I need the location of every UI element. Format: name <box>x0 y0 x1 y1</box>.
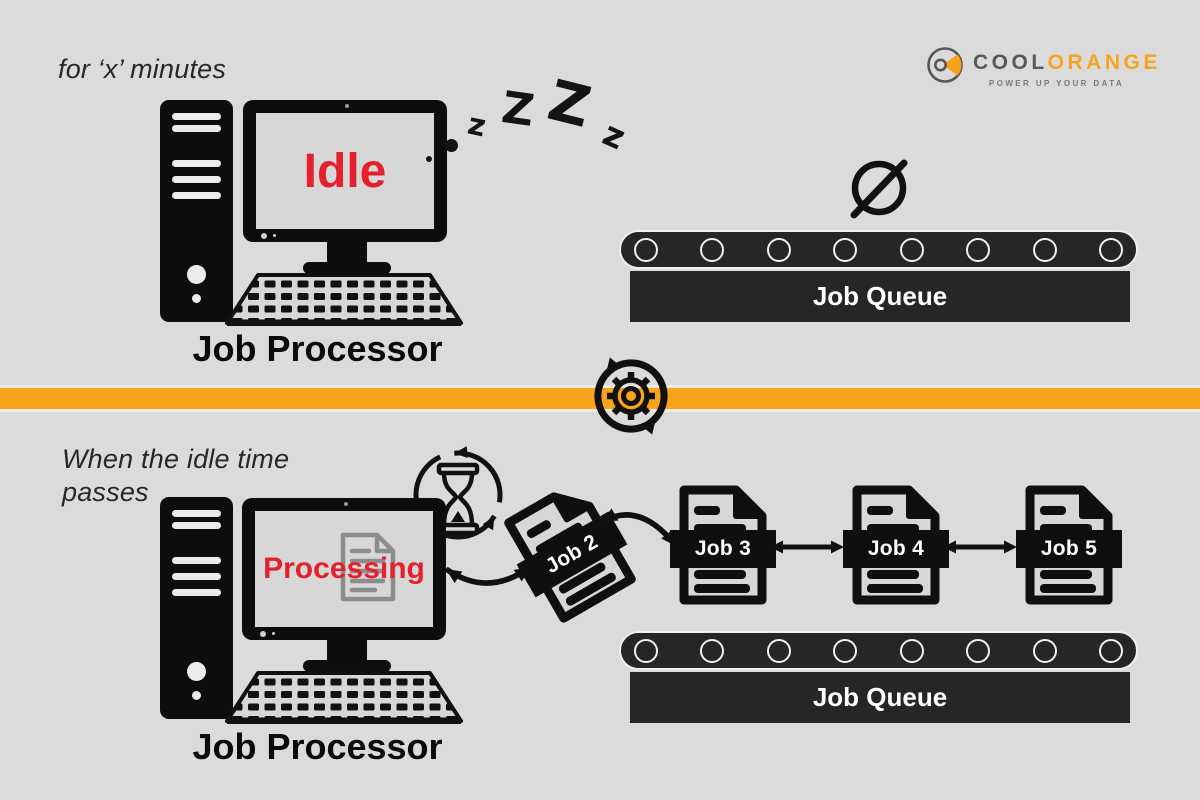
power-led <box>192 691 201 700</box>
tower-vent <box>172 125 221 132</box>
belt-roller <box>1032 237 1057 262</box>
conveyor-belt-top <box>619 230 1138 269</box>
monitor-processing: Processing <box>242 498 446 640</box>
tower-vent <box>172 113 221 120</box>
coolorange-wordmark: COOLORANGE <box>973 51 1161 75</box>
belt-roller <box>966 638 991 663</box>
bezel-led-icon <box>272 632 275 635</box>
belt-roller <box>1098 638 1123 663</box>
arrow-job3-job4 <box>770 540 844 554</box>
sleep-z: Z <box>541 68 597 141</box>
monitor-base <box>303 262 391 274</box>
belt-roller <box>634 237 658 262</box>
sleep-z: z <box>596 113 632 159</box>
bezel-led-icon <box>273 234 276 237</box>
conveyor-belt-bottom <box>619 631 1138 670</box>
tower-vent <box>172 160 221 167</box>
bezel-led-icon <box>260 631 266 637</box>
job-document: Job 4 <box>843 484 949 606</box>
belt-roller <box>833 638 858 663</box>
monitor-stand <box>327 638 367 662</box>
document-icon <box>1025 485 1113 605</box>
belt-roller <box>966 237 991 262</box>
belt-roller <box>700 237 725 262</box>
bezel-led-icon <box>261 233 267 239</box>
belt-roller <box>1032 638 1057 663</box>
monitor-idle: Idle <box>243 100 447 242</box>
belt-roller <box>899 237 924 262</box>
tower-vent <box>172 176 221 183</box>
idle-caption: for ‘x’ minutes <box>58 54 227 84</box>
empty-set-icon <box>850 159 908 219</box>
monitor-stand <box>327 240 367 264</box>
logo-tagline: POWER UP YOUR DATA <box>989 79 1125 88</box>
computer-tower-icon <box>160 497 233 719</box>
tower-vent <box>172 192 221 199</box>
monitor-screen: Processing <box>255 511 433 627</box>
coolorange-logo-mark <box>927 47 963 83</box>
webcam-dot-icon <box>345 104 349 108</box>
tower-vent <box>172 557 221 564</box>
power-led <box>192 294 201 303</box>
sleep-z: Z <box>498 82 538 137</box>
logo-cool-text: COOL <box>973 51 1048 74</box>
tower-vent <box>172 573 221 580</box>
status-text-processing: Processing <box>263 552 425 585</box>
processing-caption-line2: passes <box>62 477 149 507</box>
belt-roller <box>766 638 791 663</box>
job-label: Job 4 <box>843 530 949 568</box>
job-queue-label-top: Job Queue <box>630 271 1130 322</box>
power-button <box>187 662 206 681</box>
keyboard-icon <box>225 273 463 326</box>
belt-roller <box>899 638 924 663</box>
belt-roller <box>634 638 658 663</box>
belt-roller <box>833 237 858 262</box>
job-label: Job 5 <box>1016 530 1122 568</box>
tower-vent <box>172 510 221 517</box>
job-document: Job 5 <box>1016 484 1122 606</box>
job-processor-label-bottom: Job Processor <box>192 726 443 767</box>
status-text-idle: Idle <box>303 144 387 198</box>
belt-roller <box>766 237 791 262</box>
document-processing-icon <box>340 532 396 602</box>
belt-roller <box>700 638 725 663</box>
tower-vent <box>172 589 221 596</box>
job-document: Job 3 <box>670 484 776 606</box>
sleep-dot <box>445 139 458 152</box>
power-button <box>187 265 206 284</box>
sleep-z: z <box>464 106 489 145</box>
sleep-dot <box>426 156 432 162</box>
monitor-screen: Idle <box>256 113 434 229</box>
job-queue-label-bottom: Job Queue <box>630 672 1130 723</box>
keyboard-icon <box>225 671 463 724</box>
job-processor-label-top: Job Processor <box>192 328 443 369</box>
processing-caption-line1: When the idle time <box>62 444 290 474</box>
belt-roller <box>1098 237 1123 262</box>
job-label: Job 3 <box>670 530 776 568</box>
computer-tower-icon <box>160 100 233 322</box>
sync-gear-icon <box>594 357 668 435</box>
arrow-job4-job5 <box>943 540 1017 554</box>
webcam-dot-icon <box>344 502 348 506</box>
job-document: Job 2 <box>501 476 640 627</box>
logo-orange-text: ORANGE <box>1047 51 1161 74</box>
tower-vent <box>172 522 221 529</box>
monitor-base <box>303 660 391 672</box>
